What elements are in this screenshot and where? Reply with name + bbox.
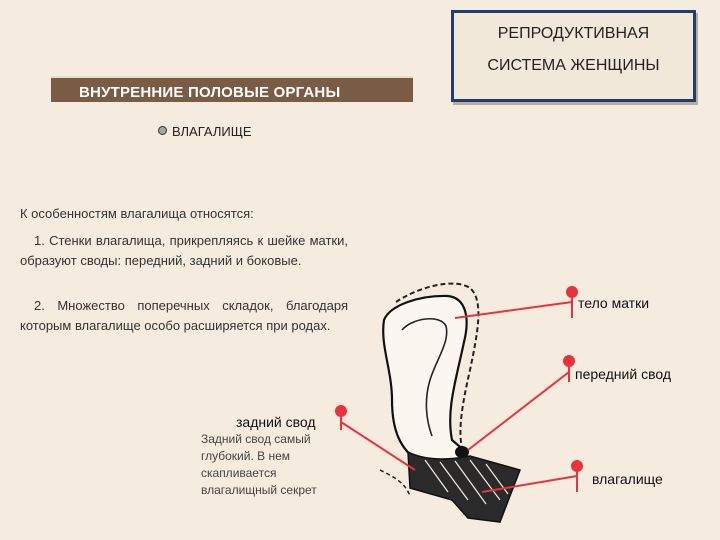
pin-vagina [571, 460, 583, 472]
posterior-wall-contour [379, 469, 411, 497]
bullet-heading: ВЛАГАЛИЩЕ [158, 124, 252, 139]
vagina-shape [407, 450, 521, 523]
intro-text: К особенностям влагалища относятся: [20, 206, 254, 221]
uterine-cavity [401, 318, 448, 437]
cervix-tip [455, 446, 469, 458]
label-vagina: влагалище [592, 471, 663, 487]
title-line-2: СИСТЕМА ЖЕНЩИНЫ [487, 57, 660, 74]
pointer-uterus-body [454, 301, 573, 319]
posterior-fornix-note: Задний свод самый глубокий. В нем скапли… [201, 432, 317, 497]
label-anterior-fornix: передний свод [575, 366, 671, 382]
point-1-text: 1. Стенки влагалища, прикрепляясь к шейк… [20, 233, 348, 268]
pointer-vagina [481, 475, 578, 493]
title-box: РЕПРОДУКТИВНАЯ СИСТЕМА ЖЕНЩИНЫ [451, 10, 696, 102]
title-line-1: РЕПРОДУКТИВНАЯ [497, 25, 650, 42]
pin-uterus-body [566, 286, 578, 298]
point-2-text: 2. Множество поперечных складок, благода… [20, 298, 348, 333]
label-posterior-fornix: задний свод [236, 414, 316, 430]
bullet-heading-label: ВЛАГАЛИЩЕ [172, 124, 252, 139]
pointer-anterior-fornix [467, 371, 570, 451]
uterus-outline [382, 294, 468, 469]
section-title-bar: ВНУТРЕННИЕ ПОЛОВЫЕ ОРГАНЫ [51, 76, 413, 102]
pointer-posterior-fornix [340, 421, 416, 471]
bullet-icon [158, 126, 167, 135]
pin-anterior-fornix [563, 355, 575, 367]
pin-posterior-fornix [335, 405, 347, 417]
label-uterus-body: тело матки [578, 295, 650, 311]
